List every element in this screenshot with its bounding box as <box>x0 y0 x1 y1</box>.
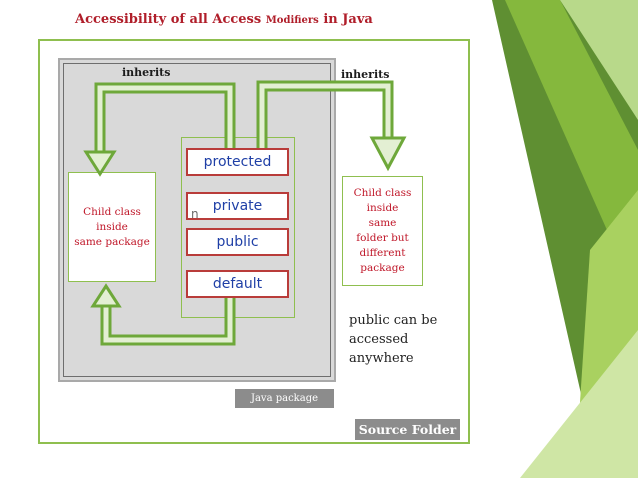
deco-mid-band <box>505 0 638 300</box>
arrow-right-top-outer <box>256 80 394 150</box>
modifier-group-frame <box>181 137 295 318</box>
stray-glyph: n <box>191 207 199 221</box>
modifier-public: public <box>186 228 289 256</box>
source-folder-frame <box>38 39 470 444</box>
arrow-head-right-down <box>369 136 407 172</box>
page-title: Accessibility of all Access Modifiers in… <box>75 12 373 27</box>
modifier-protected: protected <box>186 148 289 176</box>
child-diff-line-3: same <box>368 217 397 229</box>
arrow-head-left-down <box>83 150 117 177</box>
arrow-bottom-inner <box>103 298 233 343</box>
modifier-private: private <box>186 192 289 220</box>
inherits-label-right: inherits <box>341 68 390 81</box>
arrow-right-top-inner <box>259 83 391 150</box>
public-note: public can be accessed anywhere <box>349 311 459 368</box>
arrow-head-bottom-up <box>90 283 122 308</box>
public-note-line-3: anywhere <box>349 351 414 366</box>
child-diff-line-5: different <box>359 247 406 259</box>
deco-light-top <box>560 0 638 120</box>
child-diff-line-6: package <box>360 262 405 274</box>
modifier-default: default <box>186 270 289 298</box>
child-class-same-package: Child class inside same package <box>68 172 156 282</box>
public-note-line-2: accessed <box>349 332 409 347</box>
child-diff-line-1: Child class <box>353 187 412 199</box>
child-diff-line-2: inside <box>366 202 399 214</box>
java-package-label: Java package <box>235 389 334 408</box>
arrow-left-top-outer <box>94 82 236 156</box>
child-same-line-2: inside <box>96 220 128 233</box>
deco-pale-corner <box>520 330 638 478</box>
arrow-bottom-outer <box>100 298 236 346</box>
source-folder-label: Source Folder <box>355 419 460 440</box>
child-class-different-package: Child class inside same folder but diffe… <box>342 176 423 286</box>
child-diff-line-4: folder but <box>356 232 409 244</box>
public-note-line-1: public can be <box>349 313 438 328</box>
child-same-line-3: same package <box>74 235 150 248</box>
inherits-label-left: inherits <box>122 66 171 79</box>
child-same-line-1: Child class <box>83 205 141 218</box>
arrow-left-top-inner <box>97 85 233 156</box>
